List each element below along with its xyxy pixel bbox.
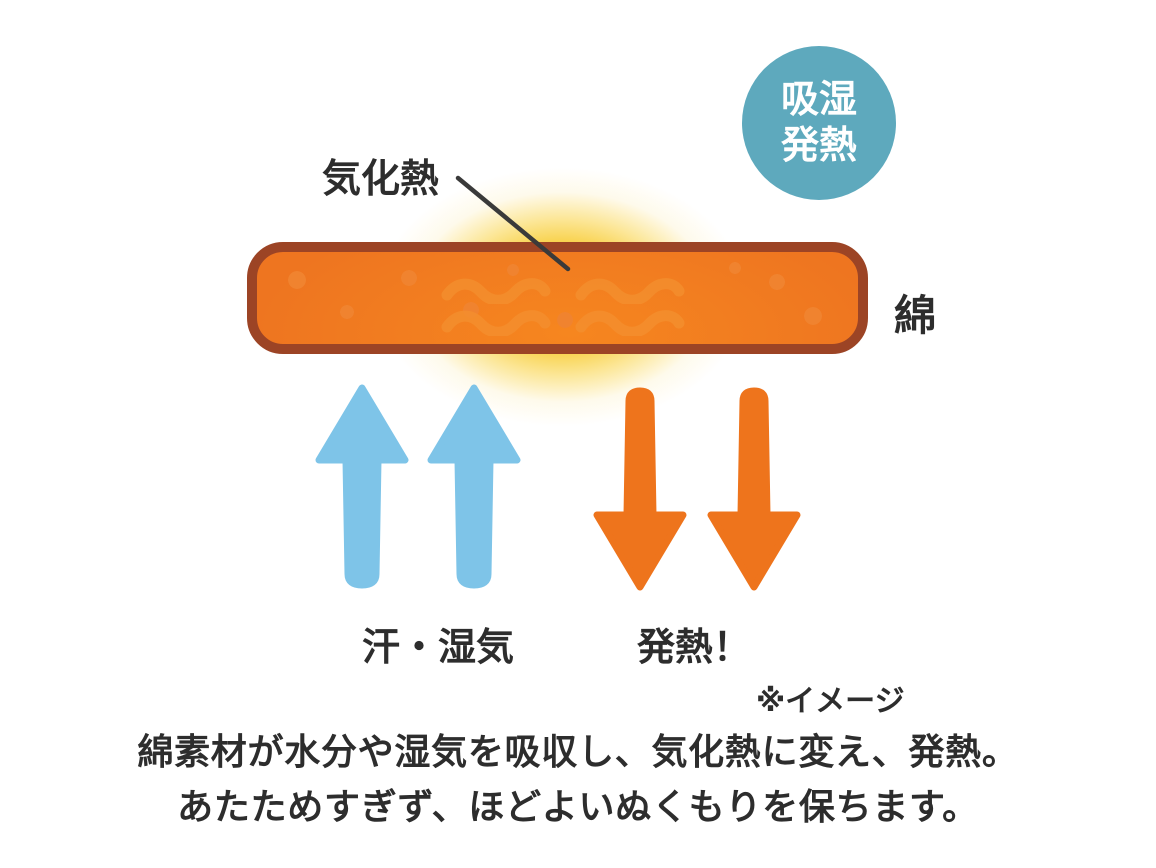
badge-line1: 吸湿 — [780, 78, 857, 121]
heat-generation-label: 発熱！ — [636, 627, 751, 669]
image-note-label: ※イメージ — [756, 685, 905, 718]
caption-text: 綿素材が水分や湿気を吸収し、気化熱に変え、発熱。 あたためすぎず、ほどよいぬくも… — [0, 731, 1156, 842]
heat-down-arrow-icon — [593, 387, 687, 591]
heat-wave-icon — [575, 310, 685, 336]
sweat-moisture-label: 汗・湿気 — [361, 627, 514, 669]
moisture-up-arrow-icon — [315, 384, 409, 589]
badge-line2: 発熱 — [780, 125, 857, 167]
heat-down-arrow-icon — [707, 387, 801, 591]
caption-line2: あたためすぎず、ほどよいぬくもりを保ちます。 — [177, 786, 979, 828]
moisture-up-arrow-icon — [427, 384, 521, 589]
heat-wave-icon — [575, 278, 685, 304]
leader-line — [455, 175, 571, 272]
cotton-label: 綿 — [894, 292, 937, 339]
cotton-bar — [247, 242, 868, 354]
caption-line1: 綿素材が水分や湿気を吸収し、気化熱に変え、発熱。 — [137, 731, 1019, 772]
heat-wave-icon — [441, 278, 551, 304]
heat-wave-icon — [441, 310, 551, 336]
vaporization-heat-label: 気化熱 — [322, 158, 440, 201]
moisture-heat-badge: 吸湿 発熱 — [742, 46, 896, 200]
